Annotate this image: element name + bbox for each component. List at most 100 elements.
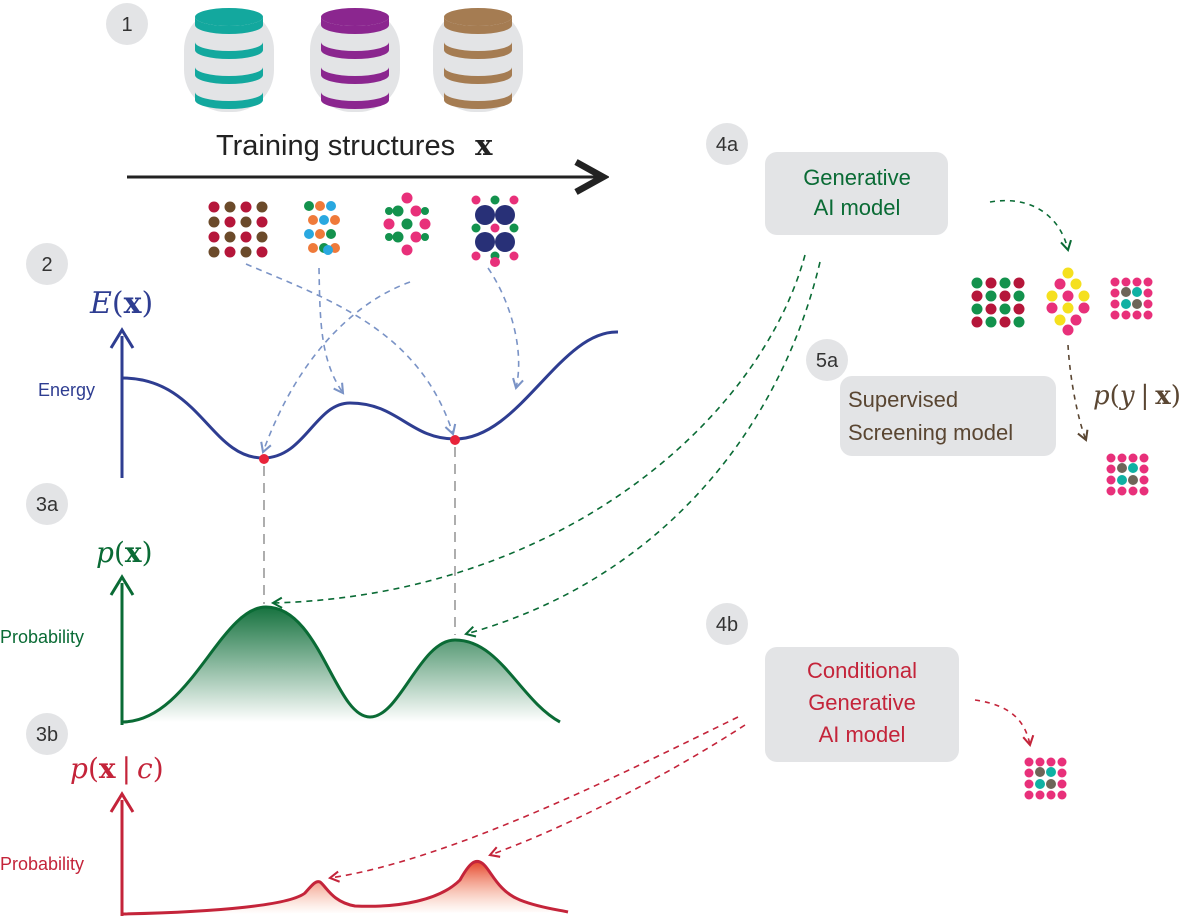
atom — [1057, 790, 1067, 800]
atom — [315, 201, 325, 211]
atom — [208, 231, 220, 243]
atom — [256, 216, 268, 228]
atom — [421, 233, 429, 241]
atom — [1121, 299, 1131, 309]
probability-plot: p(x) Probability — [0, 536, 561, 725]
conditional-model-box: Conditional Generative AI model — [765, 647, 959, 762]
crystal-structure-mixed — [304, 201, 340, 255]
step-badge-1: 1 — [106, 3, 148, 45]
atom — [208, 216, 220, 228]
atom — [1024, 790, 1034, 800]
atom — [401, 244, 413, 256]
atom — [1078, 290, 1090, 302]
supervised-line2: Screening model — [848, 420, 1013, 445]
atom — [256, 246, 268, 258]
step-number: 2 — [41, 254, 52, 276]
training-structures-label: Training structures x — [216, 128, 493, 162]
atom — [1035, 757, 1045, 767]
probability-ylabel: Probability — [0, 627, 84, 647]
atom — [1132, 310, 1142, 320]
atom — [1106, 486, 1116, 496]
atom — [1046, 767, 1056, 777]
atom — [999, 316, 1011, 328]
atom — [208, 246, 220, 258]
atom — [971, 316, 983, 328]
atom — [1046, 302, 1058, 314]
atom — [1013, 316, 1025, 328]
atom — [1132, 277, 1142, 287]
step-number: 3a — [36, 494, 59, 516]
atom — [1121, 287, 1131, 297]
atom — [1062, 267, 1074, 279]
atom — [1139, 453, 1149, 463]
atom — [401, 192, 413, 204]
atom — [985, 303, 997, 315]
atom — [256, 201, 268, 213]
atom — [985, 290, 997, 302]
database-top — [321, 8, 389, 26]
energy-plot: E(x) Energy — [38, 286, 619, 478]
screening-arrow — [1067, 344, 1089, 442]
atom — [1121, 310, 1131, 320]
atom — [1054, 278, 1066, 290]
atom — [1132, 287, 1142, 297]
conditional-axis-title: p(x|c) — [70, 752, 164, 785]
database-band — [321, 42, 389, 59]
atom — [224, 231, 236, 243]
atom — [1110, 310, 1120, 320]
atom — [971, 303, 983, 315]
atom — [1035, 767, 1045, 777]
step-badge-4b: 4b — [706, 603, 748, 645]
database-band — [444, 42, 512, 59]
database-band — [195, 92, 263, 109]
atom — [471, 251, 481, 261]
conditional-line2: Generative — [808, 690, 916, 715]
atom — [999, 290, 1011, 302]
atom — [1128, 486, 1138, 496]
step-badge-3a: 3a — [26, 483, 68, 525]
atom — [1132, 299, 1142, 309]
atom — [1070, 314, 1082, 326]
atom — [240, 201, 252, 213]
database-band — [195, 17, 263, 34]
atom — [1062, 324, 1074, 336]
conditional-to-plot-arrows — [327, 716, 746, 883]
atom — [224, 201, 236, 213]
atom — [323, 245, 333, 255]
energy-axis-title: E(x) — [89, 286, 153, 321]
crystal-structure-rocksalt — [208, 201, 268, 258]
energy-curve — [121, 330, 619, 460]
crystal-structure-large-atom — [471, 195, 519, 267]
atom — [495, 205, 515, 225]
atom — [985, 277, 997, 289]
step-number: 4b — [716, 614, 738, 636]
atom — [304, 201, 314, 211]
atom — [1070, 278, 1082, 290]
probability-fill — [122, 607, 560, 722]
energy-ylabel: Energy — [38, 380, 95, 400]
database-band — [444, 67, 512, 84]
atom — [224, 246, 236, 258]
database-icon-teal — [184, 8, 274, 112]
atom — [1143, 310, 1153, 320]
atom — [509, 251, 519, 261]
conditional-fill — [122, 861, 568, 914]
atom — [224, 216, 236, 228]
atom — [1143, 288, 1153, 298]
atom — [1035, 779, 1045, 789]
conditional-ylabel: Probability — [0, 854, 84, 874]
atom — [1057, 768, 1067, 778]
database-band — [444, 17, 512, 34]
atom — [1128, 475, 1138, 485]
atom — [471, 195, 481, 205]
atom — [208, 201, 220, 213]
energy-minimum-marker — [450, 435, 460, 445]
database-band — [321, 92, 389, 109]
atom — [1035, 790, 1045, 800]
step-badge-5a: 5a — [806, 339, 848, 381]
atom — [1117, 486, 1127, 496]
svg-text:Training structures x: Training structures x — [216, 128, 493, 162]
atom — [1143, 299, 1153, 309]
generative-line2: AI model — [814, 195, 901, 220]
conditional-curve — [121, 859, 569, 916]
